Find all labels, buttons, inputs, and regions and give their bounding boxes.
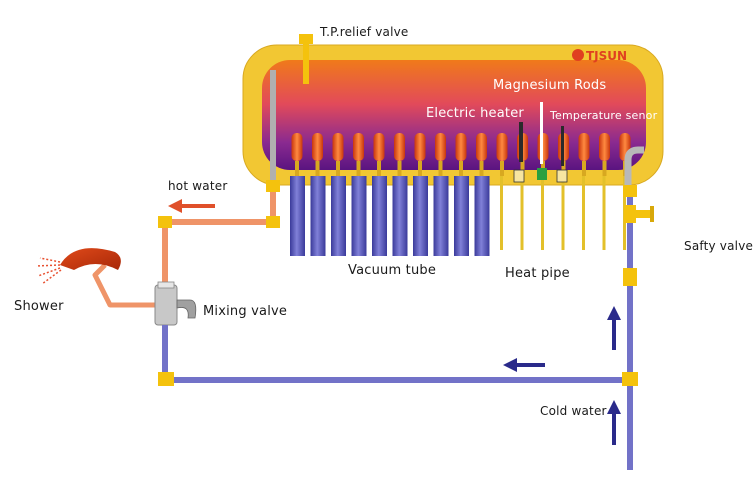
tube-connector [438,161,443,176]
brand-logo: TJSUN [586,49,628,63]
safety-valve-side [636,210,652,218]
tp-relief-valve-label: T.P.relief valve [320,25,409,39]
electric-heater-rod [519,122,523,162]
tube-connector [397,161,402,176]
heat-pipe [561,176,565,250]
hot-water-label: hot water [168,179,228,193]
cold-arrow-left-head [503,358,517,372]
cold-arrow-up-2-head [607,400,621,414]
vacuum-tube [351,176,367,256]
sensor-fitting-1 [513,169,525,183]
safety-valve-handle [650,206,654,222]
mixing-valve-top [157,281,175,289]
heat-pipes [500,176,626,250]
electric-heater-label: Electric heater [426,106,524,121]
tube-cap [291,133,303,161]
tube-connector [377,161,381,176]
tube-connector [336,161,340,176]
vacuum-tube [331,176,346,256]
tube-connector [295,161,299,176]
tube-connector [418,161,422,176]
cold-water-label: Cold water [540,404,607,418]
vacuum-tube [310,176,326,256]
heat-pipe-label: Heat pipe [505,266,570,281]
temperature-sensor-label: Temperature senor [550,109,658,122]
tube-cap [599,133,610,161]
tube-connector [500,161,504,176]
heat-pipe [520,176,524,250]
tube-connector [602,161,607,176]
hot-pipe-fitting-2 [266,216,280,228]
hot-water-pipe [162,180,276,292]
tube-cap [414,133,426,161]
vacuum-tube [392,176,408,256]
heat-pipe [500,176,503,250]
cold-pipe-fitting-mid [623,268,637,286]
cold-inlet-internal-pipe [624,146,644,185]
cold-pipe-fitting-bottom-left [158,372,174,386]
vacuum-tube-label: Vacuum tube [348,263,437,278]
vacuum-tube [454,176,469,256]
sensor-fitting-2 [537,168,547,180]
cold-pipe-fitting-top [623,185,637,197]
hot-water-arrow-head [168,199,182,213]
shower-head [60,248,121,270]
sensor-fitting-3 [556,169,568,183]
tube-connector [561,161,566,176]
vacuum-tube [413,176,428,256]
shower-spray [35,257,62,285]
heat-pipe [541,176,544,250]
shower-label: Shower [14,299,64,314]
hot-pipe-fitting-1 [266,180,280,192]
tube-cap [373,133,385,161]
hot-outlet-internal-pipe [270,70,276,180]
vacuum-tube [290,176,305,256]
magnesium-rod [540,102,543,164]
tube-cap [332,133,344,161]
safety-valve-label: Safty valve [684,239,754,253]
mixing-valve-label: Mixing valve [203,304,288,319]
tp-relief-valve-cap [299,34,313,44]
safety-valve-body [624,205,636,223]
shower-hose [92,263,155,308]
vacuum-tube [474,176,490,256]
heat-pipe [582,176,585,250]
tube-connector [459,161,463,176]
tube-connector [356,161,361,176]
mixing-valve-handle [176,299,197,319]
tube-cap [496,133,508,161]
cold-arrow-up-1-head [607,306,621,320]
tp-relief-valve-stem [303,34,309,84]
tube-cap [394,133,405,161]
vacuum-tubes [290,176,490,256]
vacuum-tube [372,176,387,256]
tube-cap [578,133,590,161]
magnesium-rods-label: Magnesium Rods [493,78,607,93]
mixing-valve-body [154,284,178,326]
heat-pipe [602,176,606,250]
tube-connector [315,161,320,176]
tube-cap [435,133,446,161]
hot-pipe-fitting-3 [158,216,172,228]
vacuum-tube [433,176,449,256]
tube-connector [582,161,586,176]
tube-cap [455,133,467,161]
tube-connector [479,161,484,176]
tube-cap [476,133,487,161]
tube-cap [312,133,323,161]
tube-cap [353,133,364,161]
brand-logo-icon [572,49,584,61]
cold-pipe-fitting-bottom-right [622,372,638,386]
temp-sensor-rod [561,126,564,166]
tube-connector [520,161,525,176]
